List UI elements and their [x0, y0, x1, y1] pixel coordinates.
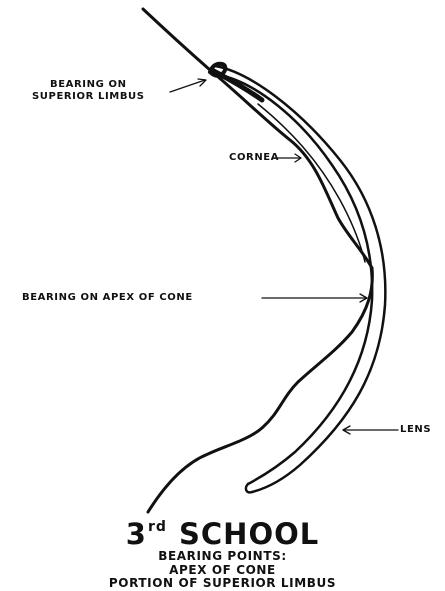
caption-title-word: SCHOOL: [179, 517, 319, 551]
figure-caption: 3rd SCHOOL BEARING POINTS: APEX OF CONE …: [0, 511, 445, 591]
limbus-bearing-contact: [212, 70, 262, 100]
lens-inner-edge: [219, 75, 372, 484]
caption-line-1: BEARING POINTS:: [0, 550, 445, 564]
cornea-label: CORNEA: [229, 152, 279, 164]
caption-line-3: PORTION OF SUPERIOR LIMBUS: [0, 577, 445, 591]
caption-title-superscript: rd: [148, 519, 167, 535]
apex-label: BEARING ON APEX OF CONE: [22, 292, 193, 304]
lens-bottom-tip: [246, 484, 252, 492]
lens-outer-edge: [215, 66, 385, 492]
caption-line-2: APEX OF CONE: [0, 564, 445, 578]
caption-title-number: 3: [126, 517, 147, 551]
superior-limbus-label-line1: BEARING ON: [32, 79, 145, 91]
caption-title: 3rd SCHOOL: [0, 511, 445, 550]
cornea-outline-lower: [148, 268, 372, 512]
superior-limbus-label: BEARING ON SUPERIOR LIMBUS: [32, 79, 145, 103]
cornea-outline-upper: [143, 9, 372, 268]
superior-limbus-label-line2: SUPERIOR LIMBUS: [32, 91, 145, 103]
lens-label: LENS: [400, 424, 431, 436]
